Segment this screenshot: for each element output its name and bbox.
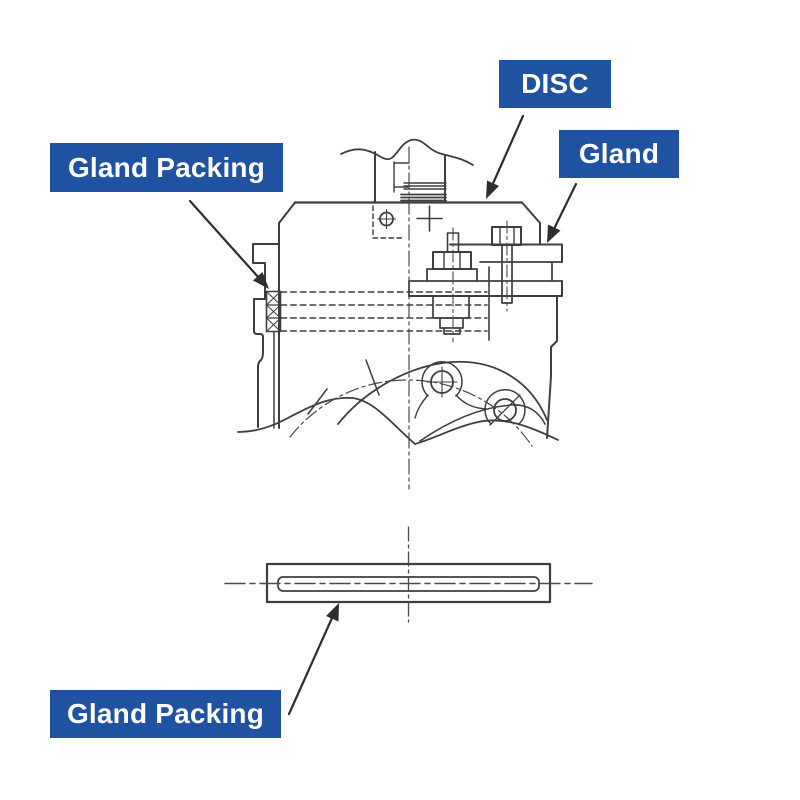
disc-dome-arc [337,360,548,425]
bolt-circle-centerline [289,379,533,447]
gland-label: Gland [559,130,679,178]
hidden-detail-box [372,205,404,239]
stem-seat-band-lower [400,193,447,202]
hidden-packing-lines [280,291,488,332]
gland-flange [408,243,563,297]
break-wave-right [414,419,559,445]
boss-connector-arcs [414,394,487,419]
packing-ring-view [224,526,593,623]
disc-bolt-hole-1 [421,360,463,398]
gland-follower-boss [426,268,478,282]
body-right-wall-lower [546,295,558,439]
body-chamfers [278,201,541,224]
stem-break-line [340,138,474,166]
gland-packing-bottom-arrow [287,603,339,716]
hole-position-cross [416,205,443,232]
gland-packing-top-arrow [188,199,269,289]
gland-packing-bottom-label: Gland Packing [50,690,281,738]
drilled-hole-detail [376,208,397,230]
gland-bolt [432,227,472,343]
disc-arrow [486,114,525,199]
main-cross-section-view [237,138,563,490]
disc-inner-arc [419,404,546,442]
packing-rings-hatched [265,290,282,333]
stem-seat-band [403,182,447,190]
gland-packing-top-label: Gland Packing [50,143,283,192]
break-tick-marks [307,359,380,415]
disc-bolt-hole-2 [484,388,526,426]
disc-label: DISC [499,60,611,108]
flange-stud-bolt [491,220,522,312]
annotation-arrows [188,114,578,716]
gland-arrow [547,182,578,243]
left-flange-profile [252,243,280,428]
stem-inner-detail [393,161,410,193]
break-wave-left [237,397,416,445]
